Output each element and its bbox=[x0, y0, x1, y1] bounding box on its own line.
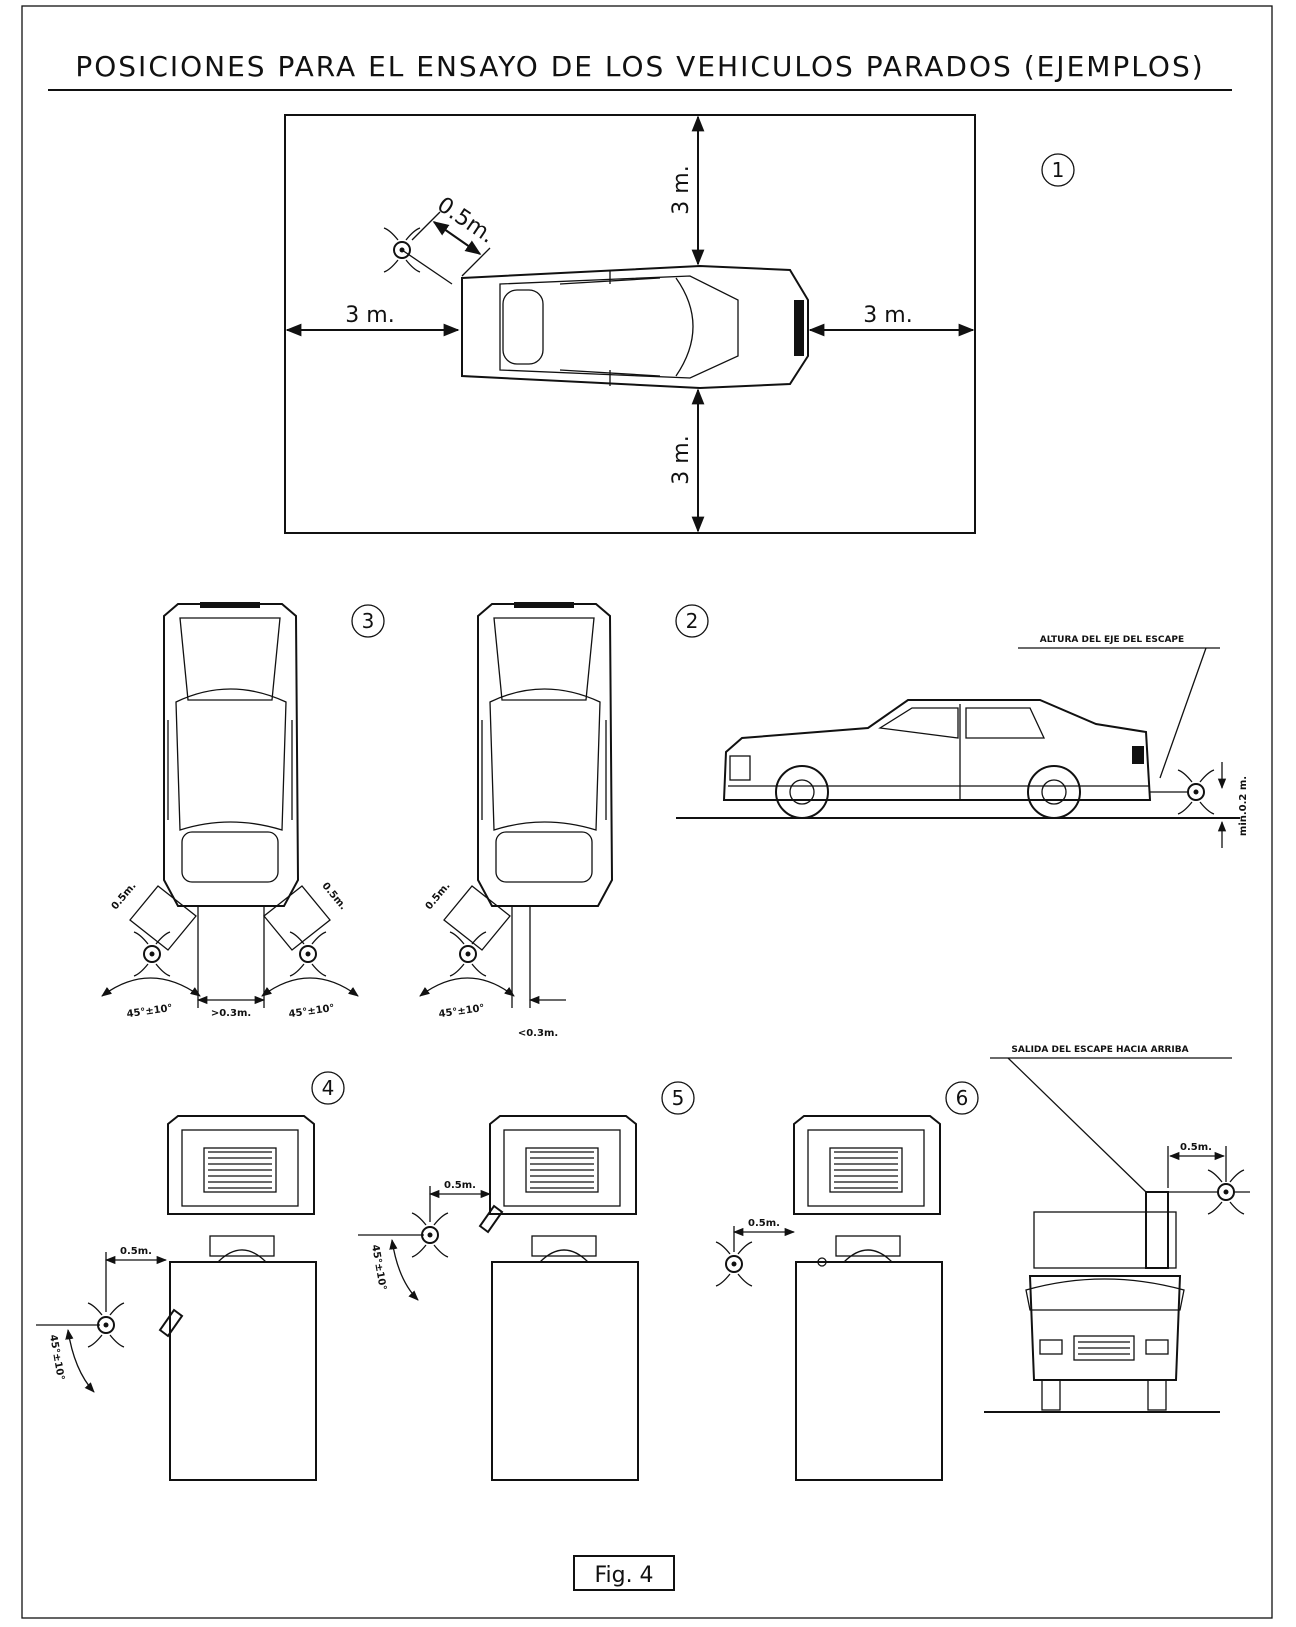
car-side-view bbox=[722, 699, 1152, 819]
exhaust-outlet-up-label: SALIDA DEL ESCAPE HACIA ARRIBA bbox=[1011, 1045, 1188, 1055]
position-6-number: 6 bbox=[956, 1086, 969, 1110]
position-6-circle bbox=[945, 1081, 979, 1115]
figure-label: Fig. 4 bbox=[594, 1563, 653, 1588]
truck-body bbox=[491, 1261, 639, 1481]
truck-rear-view bbox=[167, 1115, 317, 1481]
dim-bottom-3m-label: 3 m. bbox=[669, 435, 694, 484]
position-3-diagram: 3 0.5m. 45°±10° 0.5m. 45°±10° >0.3m. bbox=[101, 602, 385, 1020]
position-1-diagram: 1 3 m. 3 m. 3 m. 3 m. 0.5m. bbox=[284, 114, 1075, 534]
position-3-circle bbox=[351, 604, 385, 638]
position-5-diagram: 5 0.5m. 45°±10° bbox=[358, 1081, 695, 1481]
dim-gap-lt-label: <0.3m. bbox=[518, 1028, 558, 1039]
dim-right-angle-label: 45°±10° bbox=[288, 1003, 335, 1020]
microphone-icon bbox=[133, 931, 171, 977]
page-title: POSICIONES PARA EL ENSAYO DE LOS VEHICUL… bbox=[75, 50, 1204, 83]
dim-angle-label: 45°±10° bbox=[369, 1244, 388, 1291]
position-1-number: 1 bbox=[1052, 158, 1065, 182]
dim-right-3m-label: 3 m. bbox=[863, 303, 912, 328]
vertical-exhaust-pipe bbox=[1145, 1191, 1169, 1269]
dim-angle-label: 45°±10° bbox=[47, 1334, 66, 1381]
dim-min-height-label: min.0.2 m. bbox=[1238, 776, 1249, 836]
position-4-circle bbox=[311, 1071, 345, 1105]
truck-rear-view bbox=[489, 1115, 639, 1481]
position-5-circle bbox=[661, 1081, 695, 1115]
position-2-number: 2 bbox=[686, 609, 699, 633]
truck-body bbox=[169, 1261, 317, 1481]
exhaust-axis-height-label: ALTURA DEL EJE DEL ESCAPE bbox=[1040, 635, 1184, 645]
figure-label-box bbox=[573, 1555, 675, 1591]
dim-mic-distance-label: 0.5m. bbox=[748, 1218, 780, 1229]
side-view-diagram: ALTURA DEL EJE DEL ESCAPE min.0.2 m. bbox=[676, 635, 1249, 848]
dim-right-mic-distance-label: 0.5m. bbox=[319, 881, 348, 913]
dim-mic-distance-label: 0.5m. bbox=[1180, 1142, 1212, 1153]
truck-rear-view bbox=[793, 1115, 943, 1481]
microphone-icon bbox=[289, 931, 327, 977]
dim-mic-distance-label: 0.5m. bbox=[120, 1246, 152, 1257]
dim-gap-gt-label: >0.3m. bbox=[211, 1008, 251, 1019]
position-6-diagram: 6 0.5m. bbox=[715, 1081, 979, 1481]
truck-front bbox=[1025, 1211, 1185, 1411]
position-1-circle bbox=[1041, 153, 1075, 187]
dim-left-3m-label: 3 m. bbox=[345, 303, 394, 328]
car-top-view-rear bbox=[477, 602, 614, 907]
position-4-number: 4 bbox=[322, 1076, 335, 1100]
car-top-view-rear bbox=[163, 602, 300, 907]
dim-angle-label: 45°±10° bbox=[438, 1003, 485, 1020]
page-border bbox=[21, 5, 1273, 1619]
dim-mic-distance bbox=[432, 221, 482, 255]
position-2-diagram: 2 0.5m. 45°±10° <0.3m. bbox=[419, 602, 709, 1039]
dim-mic-distance-label: 0.5m. bbox=[432, 193, 499, 249]
truck-body bbox=[795, 1261, 943, 1481]
position-4-diagram: 4 0.5m. 45°±10° bbox=[36, 1071, 345, 1481]
dim-left-angle-label: 45°±10° bbox=[126, 1003, 173, 1020]
dim-mic-distance-label: 0.5m. bbox=[444, 1180, 476, 1191]
test-area-rectangle bbox=[284, 114, 976, 534]
car-top-view bbox=[461, 264, 809, 390]
dim-top-3m-label: 3 m. bbox=[669, 165, 694, 214]
dim-left-mic-distance-label: 0.5m. bbox=[110, 881, 139, 913]
position-3-number: 3 bbox=[362, 609, 375, 633]
position-2-circle bbox=[675, 604, 709, 638]
dim-mic-distance-label: 0.5m. bbox=[424, 881, 453, 913]
truck-front-view-diagram: SALIDA DEL ESCAPE HACIA ARRIBA 0.5m. bbox=[984, 1045, 1250, 1413]
position-5-number: 5 bbox=[672, 1086, 685, 1110]
